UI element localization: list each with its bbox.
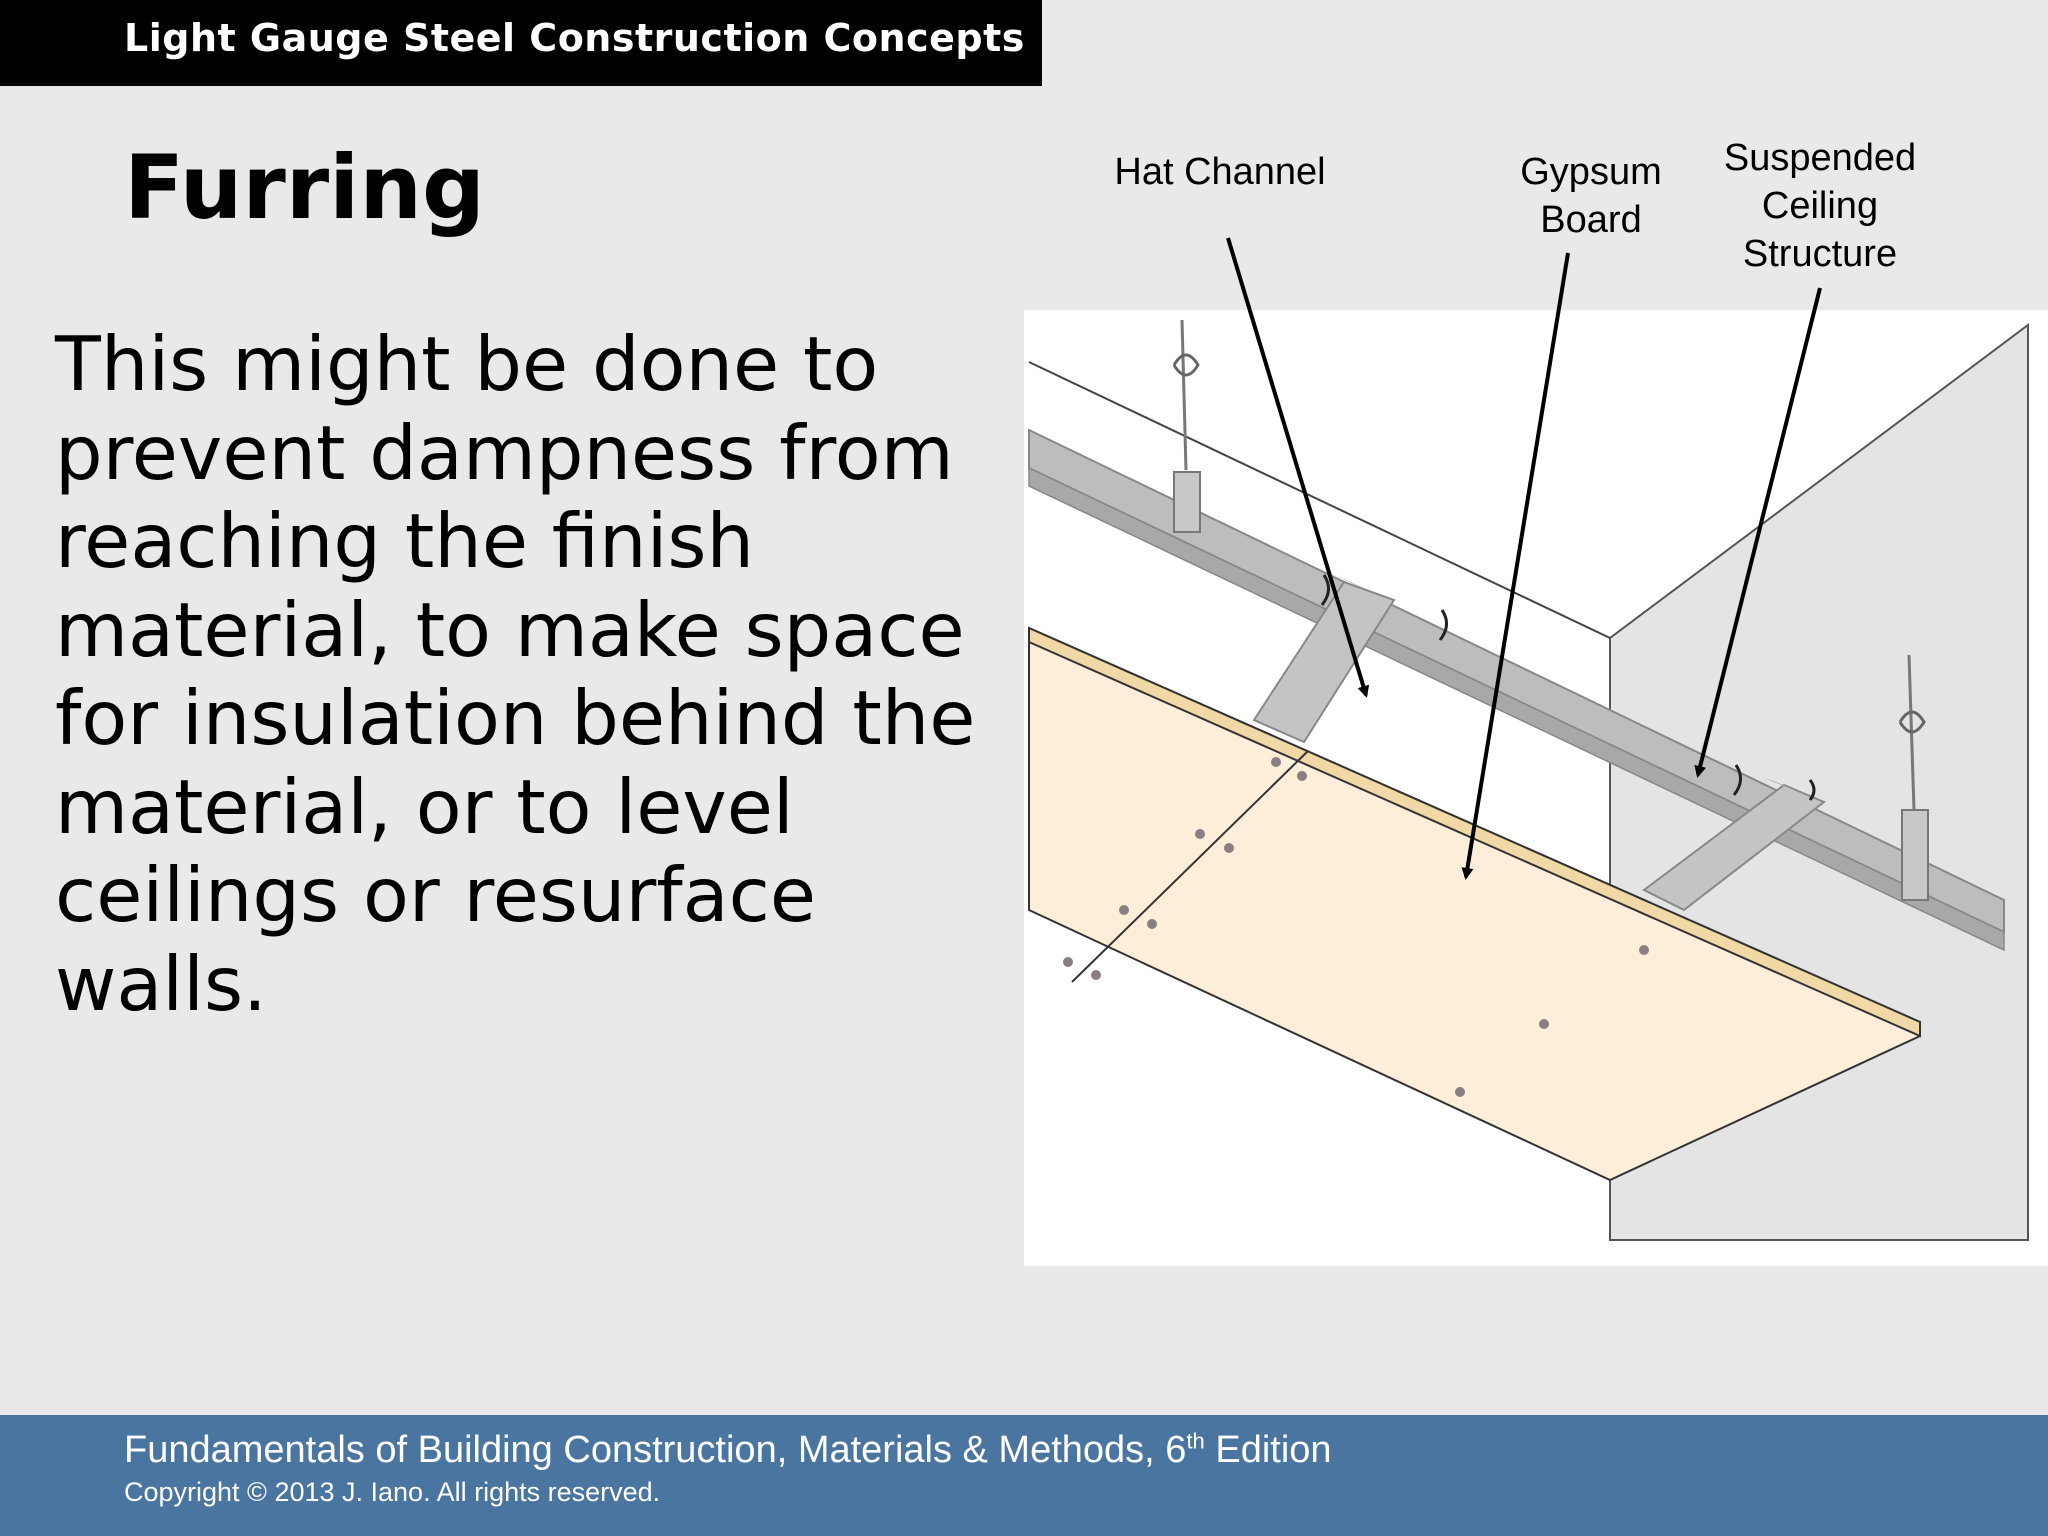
footer-bar: Fundamentals of Building Construction, M… [0, 1415, 2048, 1536]
screw [1297, 771, 1307, 781]
suspended-ceiling-label: Suspended Ceiling Structure [1723, 137, 1917, 275]
screw [1455, 1087, 1465, 1097]
screw [1195, 829, 1205, 839]
screw [1539, 1019, 1549, 1029]
gypsum-board-joint [1071, 750, 1309, 983]
board-screws [1063, 757, 1649, 1097]
hanger-wire-left [1180, 319, 1188, 471]
clip-left-2 [1438, 609, 1448, 641]
hat-channel-label: Hat Channel [1114, 151, 1326, 193]
footer-book-title-suffix: Edition [1204, 1429, 1332, 1471]
screw [1119, 905, 1129, 915]
screw [1224, 843, 1234, 853]
hanger-hook-left [1172, 353, 1200, 377]
footer-book-title: Fundamentals of Building Construction, M… [124, 1429, 1332, 1472]
header-title: Light Gauge Steel Construction Concepts [124, 16, 1025, 60]
hat-channel-right-top [1764, 778, 1824, 802]
clip-right-2 [1808, 779, 1816, 801]
gypsum-board-arrow [1461, 252, 1570, 880]
hat-channel-arrow [1226, 237, 1370, 698]
header-bar: Light Gauge Steel Construction Concepts [0, 0, 1042, 86]
hanger-clip-left [1173, 471, 1201, 533]
footer-book-title-prefix: Fundamentals of Building Construction, M… [124, 1429, 1187, 1471]
screw [1091, 970, 1101, 980]
footer-copyright: Copyright © 2013 J. Iano. All rights res… [124, 1477, 661, 1507]
suspended-ceiling-arrow [1694, 287, 1822, 778]
gypsum-board-label: Gypsum Board [1520, 151, 1662, 241]
slide-title: Furring [124, 136, 485, 239]
clip-left-1 [1320, 574, 1330, 606]
footer-book-title-superscript: th [1186, 1428, 1205, 1454]
clip-right-1 [1732, 764, 1742, 796]
screw [1271, 757, 1281, 767]
screw [1063, 957, 1073, 967]
screw [1639, 945, 1649, 955]
hanger-hook-right [1898, 710, 1926, 734]
furring-ceiling-illustration [1024, 310, 2048, 1266]
screw [1147, 919, 1157, 929]
slide-body-text: This might be done to prevent dampness f… [55, 320, 976, 1028]
hanger-clip-right [1901, 809, 1929, 901]
